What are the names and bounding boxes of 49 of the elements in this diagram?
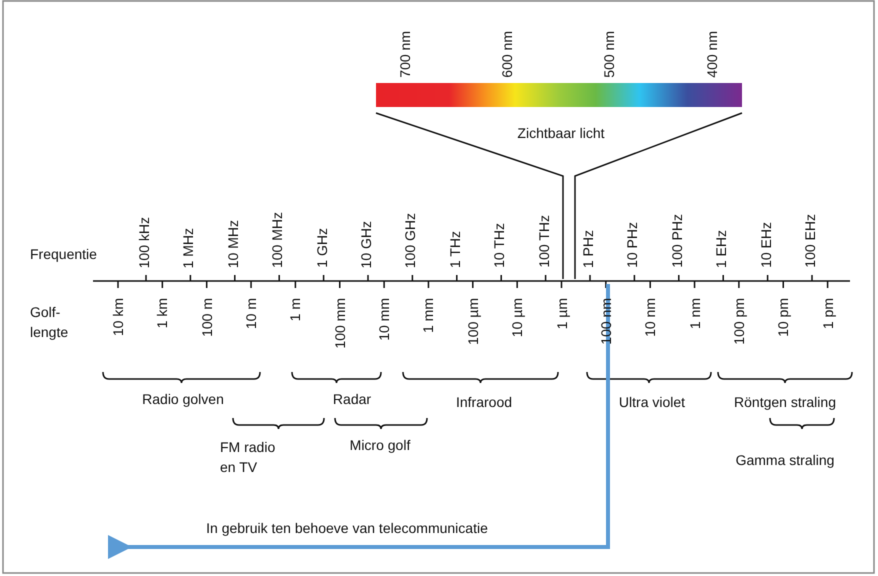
frequency-label: 10 THz — [491, 223, 508, 268]
frequency-label: 1 THz — [446, 230, 463, 268]
frequency-label: 1 PHz — [580, 230, 596, 268]
wavelength-label: 1 nm — [686, 298, 703, 330]
frequency-label: 10 PHz — [624, 222, 640, 268]
wavelength-label: 10 mm — [376, 298, 392, 341]
wavelength-label: 400 nm — [704, 31, 720, 78]
frequency-label: 100 PHz — [668, 214, 685, 268]
band-label: FM radio en TV — [220, 438, 276, 477]
wavelength-label: 700 nm — [397, 31, 413, 78]
band-label: Gamma straling — [736, 452, 834, 468]
wavelength-label: 100 mm — [332, 298, 348, 349]
frequency-label: 1 MHz — [180, 228, 196, 268]
wavelength-label: 100 pm — [730, 298, 747, 345]
band-label: Micro golf — [350, 437, 410, 453]
band-label: Röntgen straling — [734, 394, 836, 410]
wavelength-label: 10 km — [110, 298, 126, 336]
wavelength-label: 10 µm — [509, 298, 526, 338]
band-label: Infrarood — [456, 394, 512, 410]
wavelength-label: 100 µm — [464, 298, 481, 345]
wavelength-label: 100 m — [198, 298, 215, 337]
frequency-label: 10 EHz — [758, 222, 774, 268]
wavelength-label: 10 pm — [775, 298, 792, 337]
frequency-label: 1 EHz — [713, 230, 730, 268]
wavelength-label: 1 m — [287, 298, 304, 322]
frequency-label: 100 GHz — [402, 212, 418, 268]
axis-label: Frequentie — [30, 246, 97, 262]
wavelength-label: 500 nm — [601, 31, 617, 78]
wavelength-label: 600 nm — [499, 31, 515, 78]
spectrum-label: Zichtbaar licht — [517, 125, 605, 141]
frequency-label: 10 MHz — [224, 220, 241, 268]
wavelength-label: 10 nm — [642, 298, 658, 337]
frequency-label: 100 MHz — [269, 212, 286, 268]
wavelength-label: 1 µm — [554, 298, 570, 330]
band-label: Radio golven — [142, 391, 224, 407]
frequency-label: 100 kHz — [136, 216, 152, 268]
wavelength-label: 1 pm — [820, 298, 836, 330]
frequency-label: 10 GHz — [358, 220, 374, 268]
wavelength-label: 1 mm — [420, 298, 436, 333]
wavelength-label: 100 nm — [598, 298, 614, 345]
axis-label: Golf- lengte — [30, 303, 70, 342]
band-label: Ultra violet — [618, 394, 686, 410]
wavelength-label: 10 m — [243, 298, 260, 330]
frequency-label: 100 EHz — [802, 214, 818, 268]
frequency-label: 1 GHz — [314, 228, 330, 268]
arrow-label: In gebruik ten behoeve van telecommunicatie — [206, 520, 488, 536]
band-label: Radar — [332, 391, 372, 407]
wavelength-label: 1 km — [154, 298, 170, 328]
frequency-label: 100 THz — [536, 215, 552, 268]
